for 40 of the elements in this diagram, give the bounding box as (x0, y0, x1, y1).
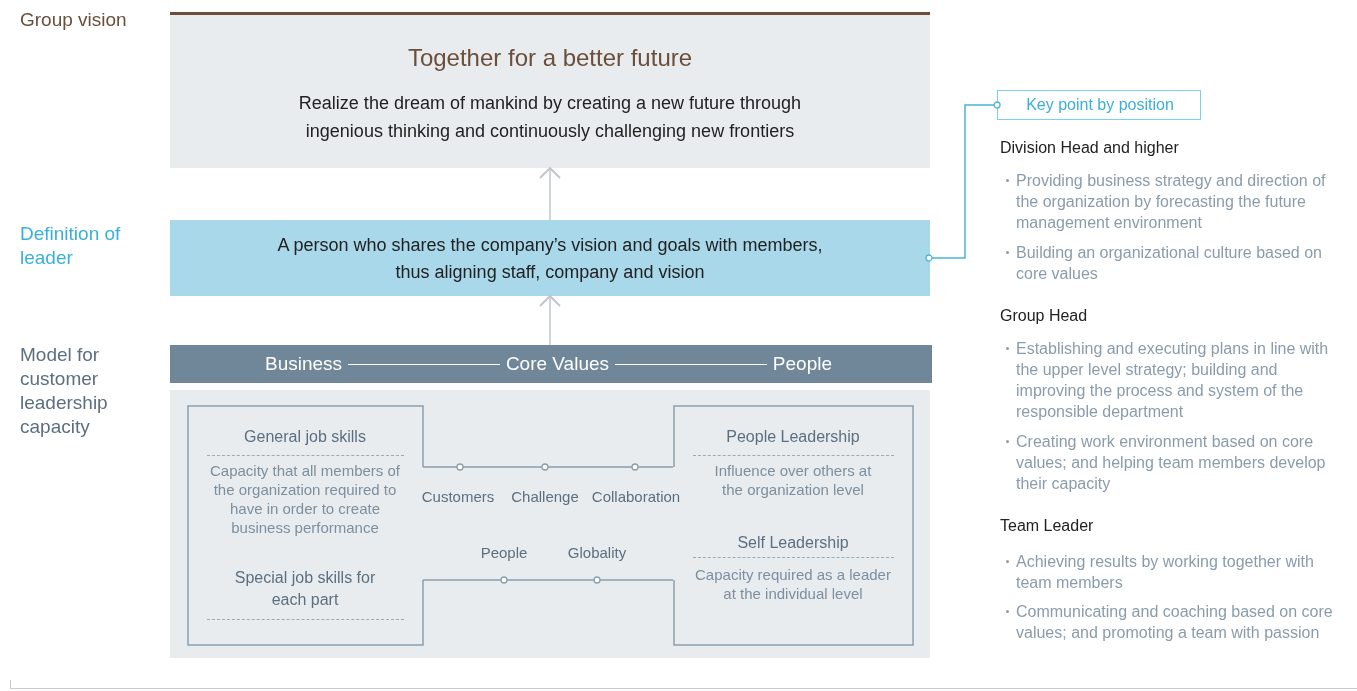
connector-line (422, 466, 674, 468)
vision-box (170, 12, 930, 168)
definition-box (170, 220, 930, 296)
side-heading: Model for customer leadership capacity (20, 343, 109, 439)
connector-line (422, 579, 674, 581)
bracket-box (187, 405, 424, 646)
model-panel (170, 390, 930, 658)
box-heading: People Leadership (725, 427, 861, 447)
core-values-bar (170, 345, 932, 383)
arrow (539, 295, 561, 346)
bullet-text: Communicating and coaching based on core values; and promoting a team with passion (1016, 602, 1334, 643)
box-heading: Special job skills for each part (233, 568, 377, 610)
arrow (539, 167, 561, 221)
description-text: Capacity required as a leader at the individual level (694, 565, 892, 603)
value-label: Globality (566, 544, 628, 561)
bullet-text: Establishing and executing plans in line with the upper level strategy; building and improving the process and system of the responsible department (1016, 339, 1330, 422)
box-heading: General job skills (243, 427, 367, 447)
key-point-box (997, 90, 1201, 120)
key-point-text: Key point by position (1025, 95, 1175, 115)
value-label: Collaboration (590, 488, 682, 505)
bullet-text: Building an organizational culture based on core values (1016, 243, 1323, 284)
bullet-text: Creating work environment based on core values; and helping team members develop their capacity (1016, 432, 1327, 494)
description-text: Influence over others at the organization level (713, 461, 873, 499)
side-heading: Group vision (20, 8, 128, 32)
vision-text: Realize the dream of mankind by creating a new future through ingenious thinking and continuously challenging new frontiers (297, 92, 803, 143)
category-label: Business (265, 353, 343, 375)
value-label: People (479, 544, 529, 561)
bullet-text: Providing business strategy and direction of the organization by forecasting the future management environment (1016, 171, 1327, 233)
category-label: Core Values (505, 353, 610, 375)
position-heading: Division Head and higher (1000, 139, 1179, 157)
definition-text: A person who shares the company’s vision and goals with members, thus aligning staff, company and vision (276, 234, 824, 284)
category-label: People (772, 353, 832, 375)
description-text: Capacity that all members of the organization required to have in order to create business performance (209, 461, 401, 537)
side-heading: Definition of leader (20, 222, 122, 270)
box-heading: Self Leadership (736, 533, 850, 553)
bullet-text: Achieving results by working together with team members (1016, 552, 1315, 593)
vision-title: Together for a better future (406, 43, 694, 73)
position-heading: Team Leader (1000, 517, 1094, 535)
position-heading: Group Head (1000, 307, 1088, 325)
connector-line (925, 101, 1001, 262)
